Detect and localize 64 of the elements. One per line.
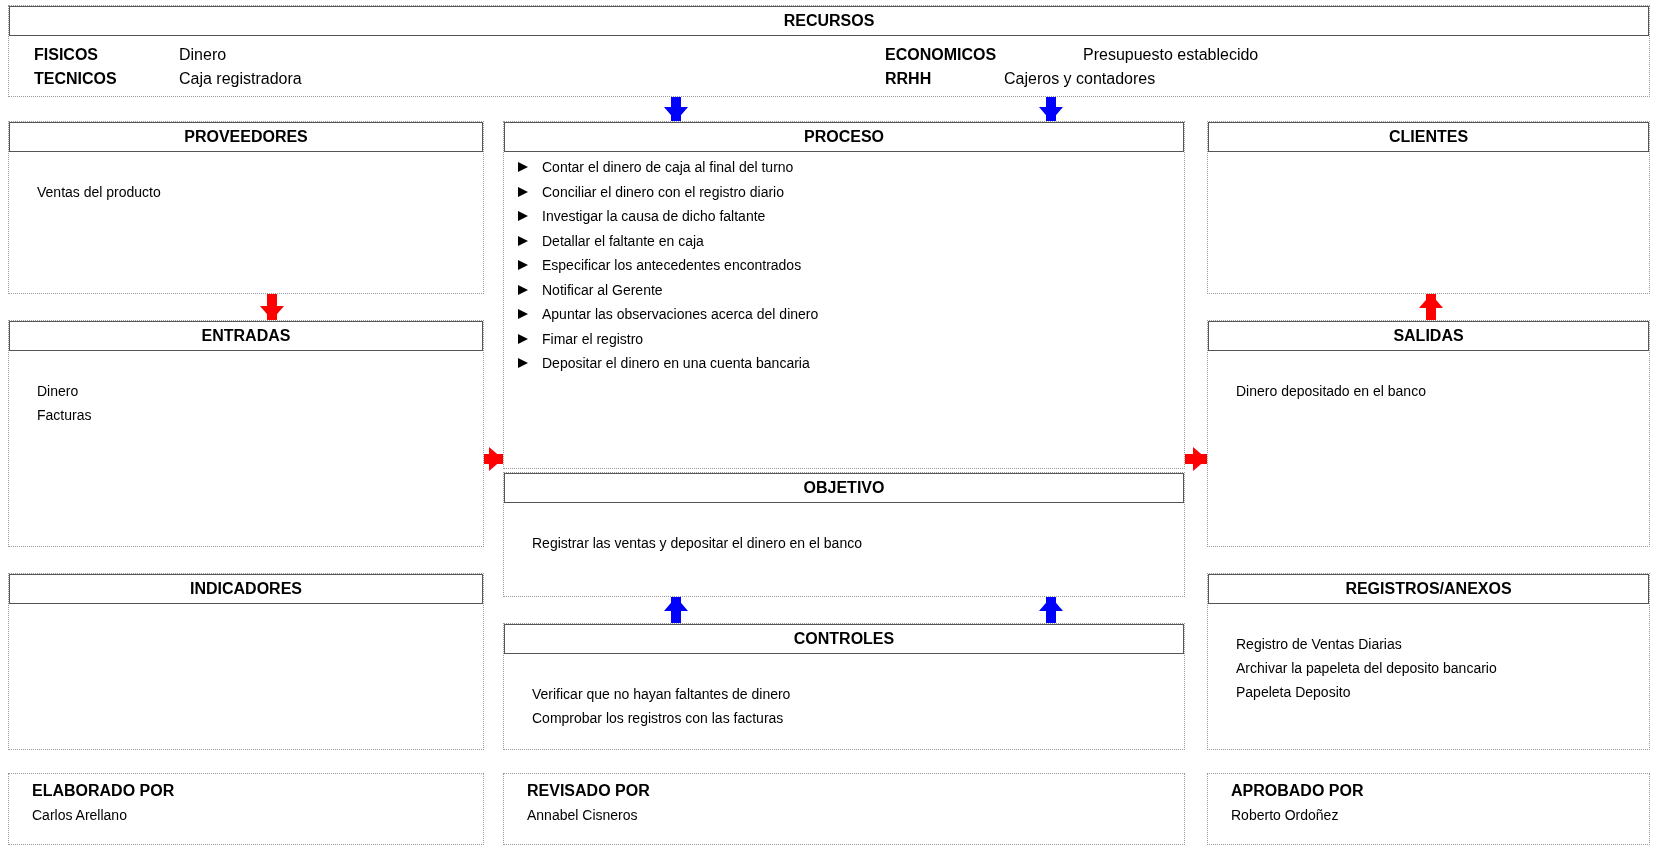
section-box xyxy=(503,472,1185,597)
body-text: Comprobar los registros con las facturas xyxy=(532,709,785,728)
resource-category: TECNICOS xyxy=(34,70,117,88)
arrow xyxy=(1039,597,1063,623)
signature-heading: REVISADO POR xyxy=(527,782,650,800)
section-box xyxy=(1207,573,1650,750)
list-item-text: Notificar al Gerente xyxy=(542,280,663,300)
signature-heading: APROBADO POR xyxy=(1231,782,1364,800)
section-heading: PROCESO xyxy=(504,122,1184,152)
arrow xyxy=(1039,97,1063,121)
section-box xyxy=(1207,320,1650,547)
section-box xyxy=(8,573,484,750)
section-heading: CONTROLES xyxy=(504,624,1184,654)
signature-name: Roberto Ordoñez xyxy=(1231,807,1339,823)
section-box xyxy=(503,121,1185,469)
section-box xyxy=(1207,121,1650,294)
body-text: Facturas xyxy=(37,406,93,425)
list-item-text: Apuntar las observaciones acerca del dinero xyxy=(542,305,819,325)
section-heading: PROVEEDORES xyxy=(9,122,483,152)
resource-value: Cajeros y contadores xyxy=(1004,70,1156,88)
body-text: Papeleta Deposito xyxy=(1236,683,1352,702)
arrow xyxy=(1185,447,1207,471)
signature-box xyxy=(503,773,1185,845)
list-item-text: Fimar el registro xyxy=(542,329,644,349)
body-text: Archivar la papeleta del deposito bancario xyxy=(1236,659,1498,678)
signature-heading: ELABORADO POR xyxy=(32,782,175,800)
arrow xyxy=(260,294,284,320)
resource-category: FISICOS xyxy=(34,46,98,64)
body-text: Dinero depositado en el banco xyxy=(1236,382,1427,401)
resource-value: Presupuesto establecido xyxy=(1083,46,1259,64)
body-text: Registro de Ventas Diarias xyxy=(1236,635,1403,654)
body-text: Ventas del producto xyxy=(37,183,162,202)
section-heading: CLIENTES xyxy=(1208,122,1649,152)
resource-category: RRHH xyxy=(885,70,932,88)
list-item-text: Depositar el dinero en una cuenta bancaria xyxy=(542,354,810,374)
section-box xyxy=(8,121,484,294)
signature-name: Annabel Cisneros xyxy=(527,807,638,823)
section-heading: REGISTROS/ANEXOS xyxy=(1208,574,1649,604)
arrow xyxy=(1419,294,1443,320)
arrow xyxy=(664,597,688,623)
arrow xyxy=(484,447,503,471)
list-item-text: Contar el dinero de caja al final del turno xyxy=(542,158,794,178)
resource-value: Dinero xyxy=(179,46,227,64)
list-item-text: Conciliar el dinero con el registro diario xyxy=(542,182,784,202)
signature-box xyxy=(1207,773,1650,845)
section-box xyxy=(503,623,1185,750)
list-item-text: Especificar los antecedentes encontrados xyxy=(542,256,802,276)
section-heading: INDICADORES xyxy=(9,574,483,604)
section-heading: ENTRADAS xyxy=(9,321,483,351)
section-box xyxy=(8,320,484,547)
section-heading: OBJETIVO xyxy=(504,473,1184,503)
signature-name: Carlos Arellano xyxy=(32,807,127,823)
resource-value: Caja registradora xyxy=(179,70,302,88)
section-box xyxy=(8,5,1650,97)
list-item-text: Investigar la causa de dicho faltante xyxy=(542,207,766,227)
list-item-text: Detallar el faltante en caja xyxy=(542,231,704,251)
signature-box xyxy=(8,773,484,845)
section-heading: SALIDAS xyxy=(1208,321,1649,351)
body-text: Registrar las ventas y depositar el dinero en el banco xyxy=(532,534,863,553)
body-text: Verificar que no hayan faltantes de dinero xyxy=(532,685,792,704)
section-heading: RECURSOS xyxy=(9,6,1649,36)
arrow xyxy=(664,97,688,121)
body-text: Dinero xyxy=(37,382,80,401)
resource-category: ECONOMICOS xyxy=(885,46,997,64)
